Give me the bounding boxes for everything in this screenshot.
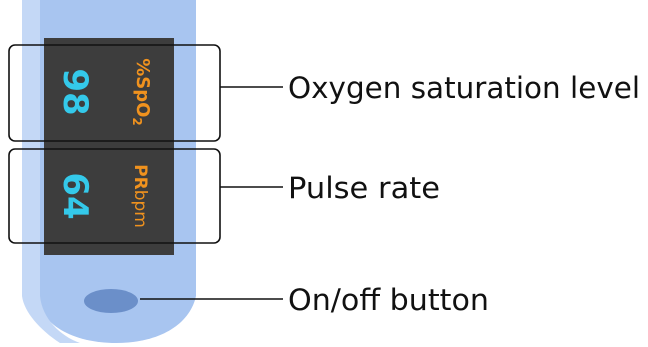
spo2-value: 98 <box>55 68 95 115</box>
pulse-callout-frame <box>8 148 221 244</box>
pr-value: 64 <box>55 172 95 219</box>
spo2-callout-frame <box>8 44 221 142</box>
spo2-reading: 98 %SpO2 <box>55 58 154 126</box>
spo2-label-subscript: 2 <box>130 117 144 125</box>
button-callout-label: On/off button <box>288 283 489 317</box>
pr-label-unit: bpm <box>130 190 150 228</box>
pr-label: PRbpm <box>130 164 150 228</box>
power-button <box>84 289 138 313</box>
oximeter-body-highlight <box>22 0 80 343</box>
pr-label-bold: PR <box>130 164 150 190</box>
spo2-label: %SpO2 <box>130 58 154 126</box>
oxygen-callout-label: Oxygen saturation level <box>288 71 640 105</box>
pulse-callout-label: Pulse rate <box>288 171 440 205</box>
spo2-label-main: %SpO <box>133 58 154 117</box>
pulse-reading: 64 PRbpm <box>55 164 150 228</box>
oximeter-screen <box>44 38 174 255</box>
